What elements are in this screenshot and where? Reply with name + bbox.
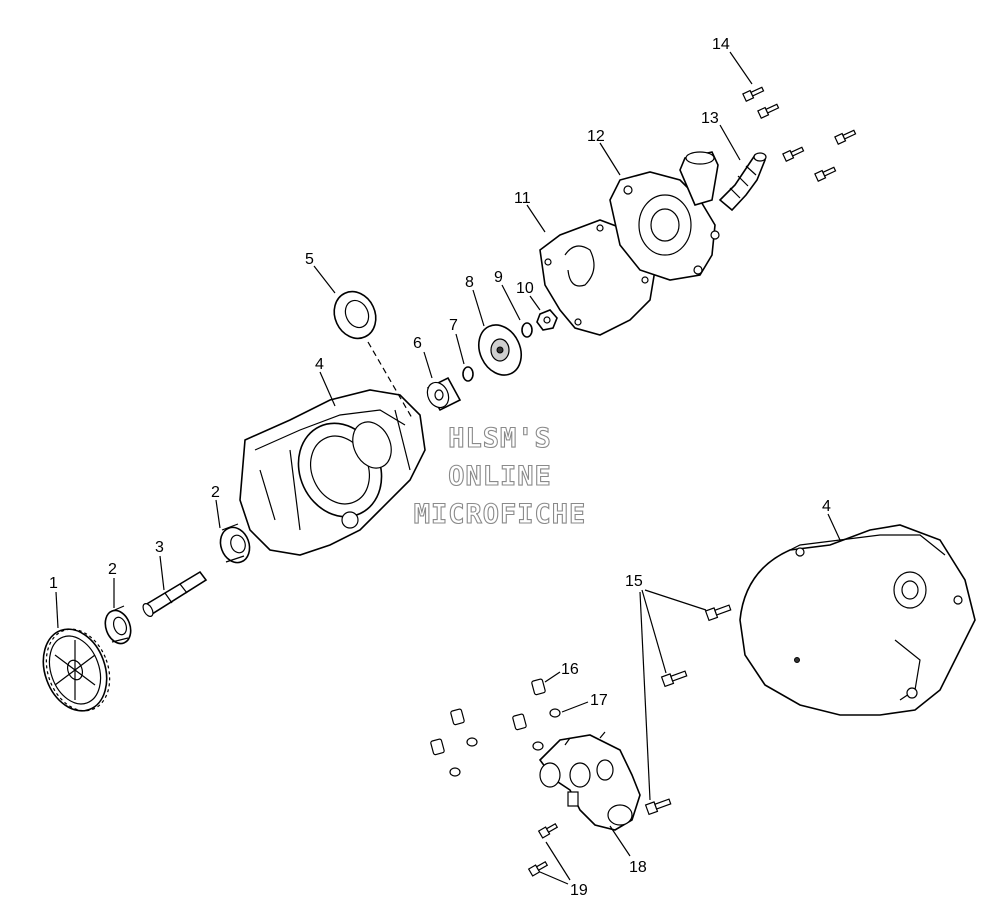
part-8-impeller — [478, 324, 522, 376]
callout-14: 14 — [712, 36, 730, 53]
callout-5: 5 — [305, 251, 314, 268]
callout-labels: 1 2 2 3 4 4 5 6 7 8 9 10 11 12 13 14 15 … — [49, 36, 831, 899]
watermark-line-3: MICROFICHE — [414, 499, 587, 530]
part-18-pump-body — [538, 731, 641, 831]
callout-7: 7 — [449, 317, 458, 334]
part-19-screws — [527, 822, 559, 877]
part-2-bearing-lower — [104, 605, 132, 645]
part-10-nut — [536, 309, 558, 331]
callout-19: 19 — [570, 882, 588, 899]
part-16-sleeves — [430, 678, 546, 756]
dashed-alignment-line — [367, 341, 413, 419]
callout-1: 1 — [49, 575, 58, 592]
callout-18: 18 — [629, 859, 647, 876]
part-3-shaft — [142, 570, 208, 617]
part-17-caps — [449, 708, 561, 777]
callout-15: 15 — [625, 573, 643, 590]
part-7-o-ring — [462, 366, 474, 382]
watermark-line-2: ONLINE — [448, 461, 552, 492]
callout-17: 17 — [590, 692, 608, 709]
leader-lines — [55, 51, 841, 885]
callout-16: 16 — [561, 661, 579, 678]
part-15-bolts — [644, 604, 732, 816]
part-2-bearing-upper — [219, 523, 251, 564]
watermark: HLSM'S ONLINE MICROFICHE — [413, 422, 587, 530]
callout-11: 11 — [514, 190, 531, 207]
callout-13: 13 — [701, 110, 719, 127]
callout-2-upper: 2 — [211, 484, 220, 501]
callout-8: 8 — [465, 274, 474, 291]
watermark-line-1: HLSM'S — [448, 423, 552, 454]
callout-4-right: 4 — [822, 498, 831, 515]
callout-9: 9 — [494, 269, 503, 286]
callout-3: 3 — [155, 539, 164, 556]
callout-10: 10 — [516, 280, 534, 297]
callout-12: 12 — [587, 128, 605, 145]
part-5-seal — [333, 290, 377, 340]
part-14-screws — [742, 86, 857, 182]
callout-6: 6 — [413, 335, 422, 352]
part-1-gear — [42, 628, 111, 712]
callout-4-left: 4 — [315, 356, 324, 373]
part-4-housing-left — [239, 389, 426, 556]
part-13-hose-fitting — [718, 152, 767, 212]
part-12-pump-cover — [609, 151, 720, 281]
part-6-bushing — [426, 376, 462, 412]
part-9-washer — [521, 322, 533, 338]
callout-2-lower: 2 — [108, 561, 117, 578]
part-4-cover-right — [739, 524, 976, 716]
